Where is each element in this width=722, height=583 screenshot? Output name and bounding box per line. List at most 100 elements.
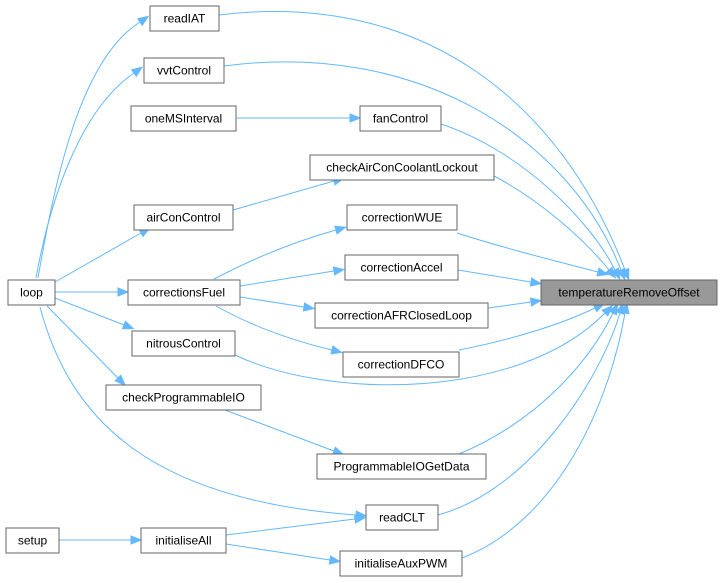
node-box: [7, 279, 56, 306]
arrowhead-icon: [330, 345, 344, 355]
node-checkAirConCoolantLockout[interactable]: checkAirConCoolantLockout: [309, 154, 495, 181]
node-label: correctionAFRClosedLoop: [331, 309, 472, 323]
arrowhead-icon: [328, 555, 342, 565]
edge-loop-to-nitrousControl: [54, 297, 135, 330]
node-box: [365, 504, 439, 531]
node-label: loop: [20, 286, 43, 300]
edge-airConControl-to-checkAirConCoolantLockout: [232, 176, 345, 211]
node-box: [131, 330, 236, 357]
node-box: [5, 527, 60, 554]
arrowhead-icon: [117, 287, 130, 297]
edge-checkProgrammableIO-to-ProgrammableIOGetData: [224, 409, 345, 456]
node-box: [309, 154, 495, 181]
node-loop[interactable]: loop: [7, 279, 56, 306]
node-initialiseAll[interactable]: initialiseAll: [140, 527, 227, 554]
arrowhead-icon: [596, 267, 609, 277]
node-label: initialiseAuxPWM: [355, 557, 448, 571]
edge-correctionsFuel-to-correctionAFRClosedLoop: [239, 296, 316, 312]
node-correctionAccel[interactable]: correctionAccel: [344, 254, 459, 281]
node-box: [346, 204, 458, 231]
node-label: readIAT: [164, 12, 206, 26]
node-label: temperatureRemoveOffset: [558, 286, 700, 300]
arrowhead-icon: [529, 277, 543, 287]
arrowhead-icon: [349, 113, 362, 123]
node-label: setup: [18, 534, 48, 548]
node-ProgrammableIOGetData[interactable]: ProgrammableIOGetData: [316, 453, 487, 480]
node-box: [127, 279, 241, 306]
node-label: nitrousControl: [146, 337, 221, 351]
node-box: [149, 5, 220, 32]
node-label: initialiseAll: [155, 534, 211, 548]
node-label: correctionWUE: [362, 211, 443, 225]
node-label: vvtControl: [157, 64, 211, 78]
node-label: fanControl: [373, 112, 428, 126]
node-readCLT[interactable]: readCLT: [365, 504, 439, 531]
node-box: [130, 105, 237, 132]
edge-readIAT-to-temperatureRemoveOffset: [218, 11, 630, 281]
arrowhead-icon: [529, 297, 543, 307]
node-initialiseAuxPWM[interactable]: initialiseAuxPWM: [339, 550, 463, 577]
node-vvtControl[interactable]: vvtControl: [143, 57, 225, 84]
arrowhead-icon: [608, 302, 619, 316]
node-box: [359, 105, 442, 132]
edge-correctionAFRClosedLoop-to-temperatureRemoveOffset: [487, 297, 543, 309]
node-correctionAFRClosedLoop[interactable]: correctionAFRClosedLoop: [314, 302, 489, 329]
edge-readCLT-to-temperatureRemoveOffset: [437, 302, 625, 516]
node-label: checkProgrammableIO: [122, 391, 245, 405]
node-box: [143, 57, 225, 84]
node-readIAT[interactable]: readIAT: [149, 5, 220, 32]
node-checkProgrammableIO[interactable]: checkProgrammableIO: [105, 384, 262, 411]
edge-correctionsFuel-to-correctionWUE: [213, 225, 347, 280]
node-box: [133, 204, 234, 231]
node-label: readCLT: [379, 511, 425, 525]
node-box: [316, 453, 487, 480]
node-box: [344, 254, 459, 281]
node-nitrousControl[interactable]: nitrousControl: [131, 330, 236, 357]
arrowhead-icon: [353, 514, 367, 524]
edge-loop-to-readIAT: [37, 15, 150, 279]
arrowhead-icon: [130, 535, 143, 545]
node-oneMSInterval[interactable]: oneMSInterval: [130, 105, 237, 132]
arrowhead-icon: [620, 301, 630, 315]
node-airConControl[interactable]: airConControl: [133, 204, 234, 231]
node-fanControl[interactable]: fanControl: [359, 105, 442, 132]
node-setup[interactable]: setup: [5, 527, 60, 554]
node-box: [339, 550, 463, 577]
node-box: [105, 384, 262, 411]
arrowhead-icon: [334, 225, 347, 235]
arrowhead-icon: [136, 15, 150, 27]
edge-correctionsFuel-to-correctionAccel: [239, 266, 346, 287]
edge-initialiseAll-to-initialiseAuxPWM: [225, 543, 342, 565]
arrowhead-icon: [130, 66, 144, 78]
node-label: correctionDFCO: [358, 358, 445, 372]
edge-loop-to-airConControl: [54, 227, 151, 283]
arrowhead-icon: [302, 302, 316, 312]
edge-ProgrammableIOGetData-to-temperatureRemoveOffset: [458, 302, 619, 455]
node-label: correctionAccel: [360, 261, 442, 275]
edge-checkAirConCoolantLockout-to-temperatureRemoveOffset: [493, 175, 617, 279]
arrowhead-icon: [605, 266, 617, 279]
arrowhead-icon: [121, 320, 135, 330]
node-label: checkAirConCoolantLockout: [326, 161, 478, 175]
edge-setup-to-initialiseAll: [59, 535, 143, 545]
edge-loop-to-vvtControl: [35, 66, 144, 279]
node-correctionsFuel[interactable]: correctionsFuel: [127, 279, 241, 306]
edge-correctionDFCO-to-temperatureRemoveOffset: [458, 303, 606, 351]
nodes: temperatureRemoveOffset readIAT vvtControl…: [5, 5, 718, 577]
node-label: airConControl: [146, 211, 220, 225]
node-box: [540, 279, 718, 306]
node-label: oneMSInterval: [145, 112, 222, 126]
arrowhead-icon: [114, 374, 126, 387]
node-box: [140, 527, 227, 554]
node-label: correctionsFuel: [143, 286, 225, 300]
edge-correctionsFuel-to-correctionDFCO: [215, 305, 344, 355]
node-correctionDFCO[interactable]: correctionDFCO: [342, 351, 460, 378]
edge-loop-to-correctionsFuel: [55, 287, 130, 297]
edge-oneMSInterval-to-fanControl: [236, 113, 362, 123]
node-label: ProgrammableIOGetData: [333, 460, 469, 474]
edge-correctionWUE-to-temperatureRemoveOffset: [456, 232, 609, 277]
node-correctionWUE[interactable]: correctionWUE: [346, 204, 458, 231]
edge-correctionAccel-to-temperatureRemoveOffset: [457, 269, 543, 287]
node-box: [342, 351, 460, 378]
